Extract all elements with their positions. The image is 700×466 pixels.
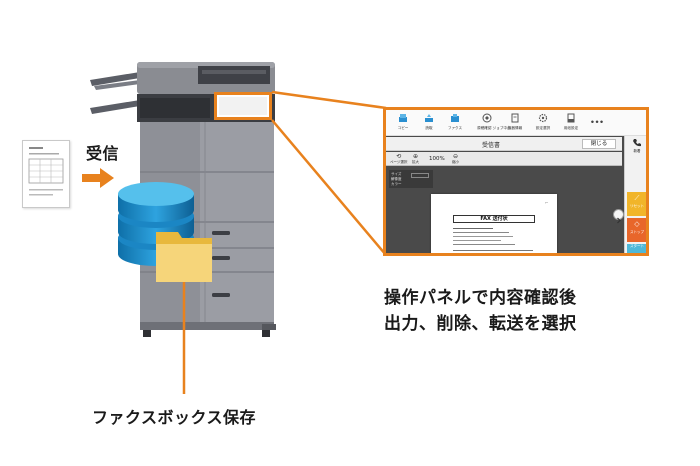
start-button[interactable]: スタート xyxy=(627,244,646,253)
info-value-box xyxy=(411,173,429,178)
document-info: サイズ 解像度 カラー xyxy=(389,170,433,188)
folder-icon xyxy=(156,232,212,282)
fax-icon xyxy=(451,114,459,122)
zoom-out-button[interactable]: ⊖ 縮小 xyxy=(452,153,459,165)
doc-title: FAX 送付状 xyxy=(453,215,535,223)
chevron-right-icon xyxy=(617,217,621,224)
toolbar-fax-label: ファクス xyxy=(447,125,463,130)
stop-button[interactable]: ◇ ストップ xyxy=(627,218,646,242)
zoom-value: 100% xyxy=(429,156,445,162)
output-trays xyxy=(90,72,140,114)
receive-arrow-icon xyxy=(82,168,114,188)
panel-title: 受信書 xyxy=(482,142,501,149)
zoom-in-icon: ⊕ xyxy=(412,153,419,160)
zoom-in-button[interactable]: ⊕ 拡大 xyxy=(412,153,419,165)
start-label: スタート xyxy=(630,244,644,248)
phone-icon xyxy=(633,139,641,147)
toolbar-copy-label: コピー xyxy=(397,125,409,130)
panel-caption-line1: 操作パネルで内容確認後 xyxy=(384,288,577,308)
doc-line xyxy=(453,250,533,251)
document-preview[interactable]: ⌐ FAX 送付状 xyxy=(431,194,557,255)
doc-line xyxy=(453,232,509,233)
scan-icon xyxy=(425,114,433,122)
toolbar-job-label: 原稿確認 ジョブ中止 xyxy=(477,125,511,130)
reset-label: リセット xyxy=(630,204,644,208)
panel-toolbar: コピー 読取 ファクス 原稿確認 ジョブ中止 機器情報 設定選択 用紙設定 ••… xyxy=(386,110,646,136)
doc-mark: ⌐ xyxy=(545,200,549,205)
toolbar-job[interactable]: 原稿確認 ジョブ中止 xyxy=(476,113,511,131)
device-info-icon xyxy=(511,113,519,123)
settings-icon xyxy=(538,113,548,123)
panel-zoombar: ⟲ ページ選択 ⊕ 拡大 100% ⊖ 縮小 xyxy=(386,152,622,166)
panel-caption-line2: 出力、削除、転送を選択 xyxy=(384,314,577,334)
stop-label: ストップ xyxy=(630,230,644,234)
paper-icon xyxy=(567,113,575,123)
zoom-in-label: 拡大 xyxy=(412,160,419,164)
operation-panel-zoom: コピー 読取 ファクス 原稿確認 ジョブ中止 機器情報 設定選択 用紙設定 ••… xyxy=(383,107,649,256)
fax-document xyxy=(22,140,70,208)
info-resolution: 解像度 xyxy=(391,177,402,181)
doc-line xyxy=(453,254,523,255)
next-page-button[interactable] xyxy=(613,209,624,224)
page-select-button[interactable]: ⟲ ページ選択 xyxy=(390,153,407,165)
toolbar-copy[interactable]: コピー xyxy=(392,113,414,131)
fax-document-lines xyxy=(28,147,64,196)
fax-box-caption: ファクスボックス保存 xyxy=(92,408,257,427)
doc-line xyxy=(453,236,513,237)
job-icon xyxy=(482,113,492,123)
panel-callout-lines xyxy=(271,90,387,256)
info-size: サイズ xyxy=(391,172,402,176)
toolbar-scan[interactable]: 読取 xyxy=(418,113,440,131)
toolbar-paper-label: 用紙設定 xyxy=(563,125,579,130)
close-button[interactable]: 閉じる xyxy=(582,139,616,149)
info-color: カラー xyxy=(391,182,402,186)
doc-line xyxy=(453,244,515,245)
page-select-icon: ⟲ xyxy=(396,153,402,160)
zoom-out-icon: ⊖ xyxy=(452,153,459,160)
doc-line xyxy=(453,228,493,229)
toolbar-device-info-label: 機器情報 xyxy=(507,125,523,130)
printer-panel-screen xyxy=(214,92,272,120)
copy-icon xyxy=(399,114,407,122)
toolbar-paper[interactable]: 用紙設定 xyxy=(560,113,582,131)
toolbar-scan-label: 読取 xyxy=(425,125,433,130)
panel-titlebar: 受信書 閉じる xyxy=(386,137,622,151)
new-arrival-label: 新着 xyxy=(633,149,641,153)
toolbar-settings[interactable]: 設定選択 xyxy=(532,113,554,131)
reset-icon: ⟋ xyxy=(634,194,640,202)
receive-label: 受信 xyxy=(86,144,120,163)
more-icon: ••• xyxy=(590,118,604,127)
doc-line xyxy=(453,240,501,241)
reset-button[interactable]: ⟋ リセット xyxy=(627,192,646,216)
panel-side-controls: 新着 ⟋ リセット ◇ ストップ スタート xyxy=(624,136,646,253)
page-select-label: ページ選択 xyxy=(390,160,408,164)
toolbar-fax[interactable]: ファクス xyxy=(444,113,466,131)
toolbar-more[interactable]: ••• xyxy=(586,116,608,127)
new-arrival-button[interactable]: 新着 xyxy=(627,138,646,160)
zoom-out-label: 縮小 xyxy=(452,160,459,164)
toolbar-settings-label: 設定選択 xyxy=(535,125,551,130)
toolbar-device-info[interactable]: 機器情報 xyxy=(504,113,526,131)
stop-icon: ◇ xyxy=(634,220,640,228)
